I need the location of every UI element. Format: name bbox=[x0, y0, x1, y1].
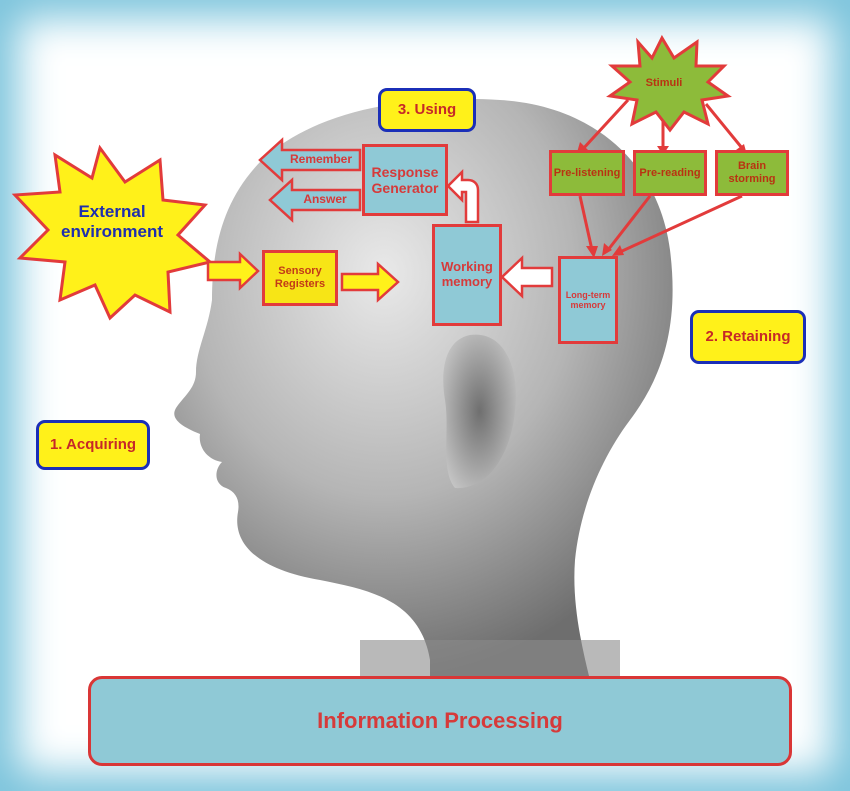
external-environment-label: External environment bbox=[52, 200, 172, 244]
stage-badge-using: 3. Using bbox=[378, 88, 476, 132]
stage-badge-acquiring: 1. Acquiring bbox=[36, 420, 150, 470]
answer-label: Answer bbox=[294, 192, 356, 208]
arrow-stimuli-brainstorming bbox=[706, 104, 742, 148]
information-processing-title: Information Processing bbox=[317, 708, 563, 733]
remember-label: Remember bbox=[286, 152, 356, 168]
working-memory-box: Working memory bbox=[432, 224, 502, 326]
stage-badge-retaining: 2. Retaining bbox=[690, 310, 806, 364]
long-term-memory-box: Long-term memory bbox=[558, 256, 618, 344]
pre-listening-box: Pre-listening bbox=[549, 150, 625, 196]
response-generator-box: Response Generator bbox=[362, 144, 448, 216]
sensory-registers-box: Sensory Registers bbox=[262, 250, 338, 306]
pre-reading-box: Pre-reading bbox=[633, 150, 707, 196]
information-processing-banner: Information Processing bbox=[88, 676, 792, 766]
brain-storming-box: Brain storming bbox=[715, 150, 789, 196]
stimuli-label: Stimuli bbox=[636, 74, 692, 92]
